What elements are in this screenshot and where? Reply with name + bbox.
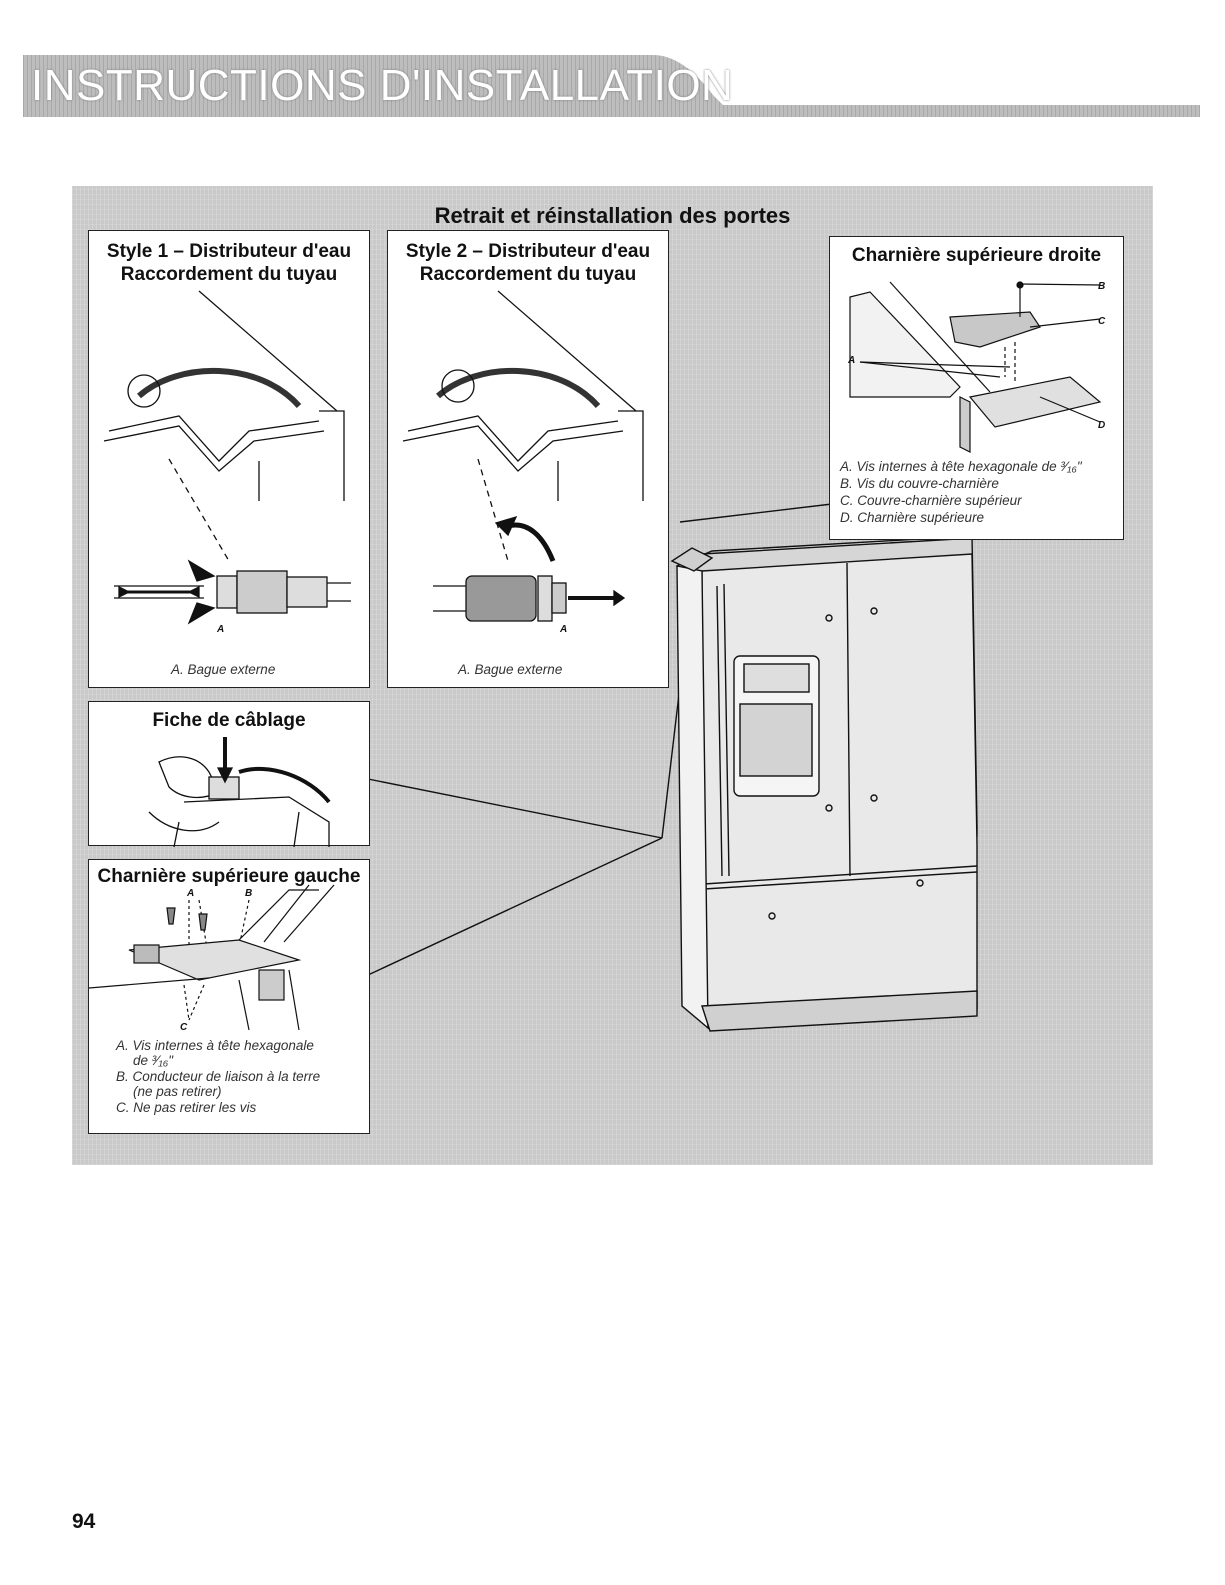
- figure-title: Retrait et réinstallation des portes: [434, 203, 791, 228]
- right-hinge-caption-c: C. Couvre-charnière supérieur: [840, 493, 1022, 508]
- style1-title-line2: Raccordement du tuyau: [120, 264, 338, 285]
- left-hinge-label-b: B: [245, 888, 253, 899]
- water-line-connection-diagram-2: [402, 290, 644, 622]
- left-hinge-label-c: C: [180, 1022, 188, 1033]
- style2-panel: Style 2 – Distributeur d'eau Raccordemen…: [387, 230, 669, 688]
- style2-title-line1: Style 2 – Distributeur d'eau: [405, 241, 651, 262]
- right-hinge-title: Charnière supérieure droite: [851, 245, 1102, 266]
- style2-label-a: A: [560, 624, 568, 635]
- right-hinge-label-d: D: [1098, 420, 1106, 431]
- style2-caption: A. Bague externe: [458, 662, 563, 677]
- banner-shape: [23, 55, 1200, 117]
- left-hinge-caption-c: C. Ne pas retirer les vis: [116, 1100, 257, 1115]
- left-hinge-diagram: [89, 884, 335, 1031]
- door-removal-figure: Retrait et réinstallation des portes: [72, 186, 1153, 1165]
- right-hinge-label-b: B: [1098, 281, 1106, 292]
- left-hinge-label-a: A: [187, 888, 195, 899]
- style1-caption: A. Bague externe: [171, 662, 276, 677]
- right-hinge-label-c: C: [1098, 316, 1106, 327]
- right-hinge-label-a: A: [848, 355, 856, 366]
- header-banner: INSTRUCTIONS D'INSTALLATION: [23, 55, 1200, 117]
- wiring-title: Fiche de câblage: [152, 710, 306, 731]
- right-hinge-caption-b: B. Vis du couvre-charnière: [840, 476, 999, 491]
- wiring-plug-diagram: [148, 737, 331, 847]
- style2-title-line2: Raccordement du tuyau: [419, 264, 637, 285]
- refrigerator-illustration: [367, 503, 978, 1032]
- water-line-connection-diagram: [103, 290, 351, 625]
- style1-panel: Style 1 – Distributeur d'eau Raccordemen…: [88, 230, 370, 688]
- left-hinge-title: Charnière supérieure gauche: [97, 866, 361, 887]
- left-hinge-panel: Charnière supérieure gauche: [88, 859, 370, 1134]
- wiring-panel: Fiche de câblage: [88, 701, 370, 847]
- right-hinge-caption-d: D. Charnière supérieure: [840, 510, 985, 525]
- page-number: 94: [72, 1510, 96, 1533]
- right-hinge-caption-a: A. Vis internes à tête hexagonale de ³⁄₁…: [840, 459, 1082, 474]
- style1-label-a: A: [217, 624, 225, 635]
- right-hinge-diagram: [849, 281, 1102, 453]
- page-title: INSTRUCTIONS D'INSTALLATION: [31, 61, 734, 110]
- style1-title-line1: Style 1 – Distributeur d'eau: [106, 241, 352, 262]
- left-hinge-caption-a2: de ³⁄₁₆": [133, 1053, 173, 1068]
- right-hinge-panel: Charnière supérieure droite B C A: [829, 236, 1124, 540]
- left-hinge-caption-a: A. Vis internes à tête hexagonale: [116, 1038, 314, 1053]
- left-hinge-caption-b: B. Conducteur de liaison à la terre: [116, 1069, 321, 1084]
- left-hinge-caption-b2: (ne pas retirer): [133, 1084, 222, 1099]
